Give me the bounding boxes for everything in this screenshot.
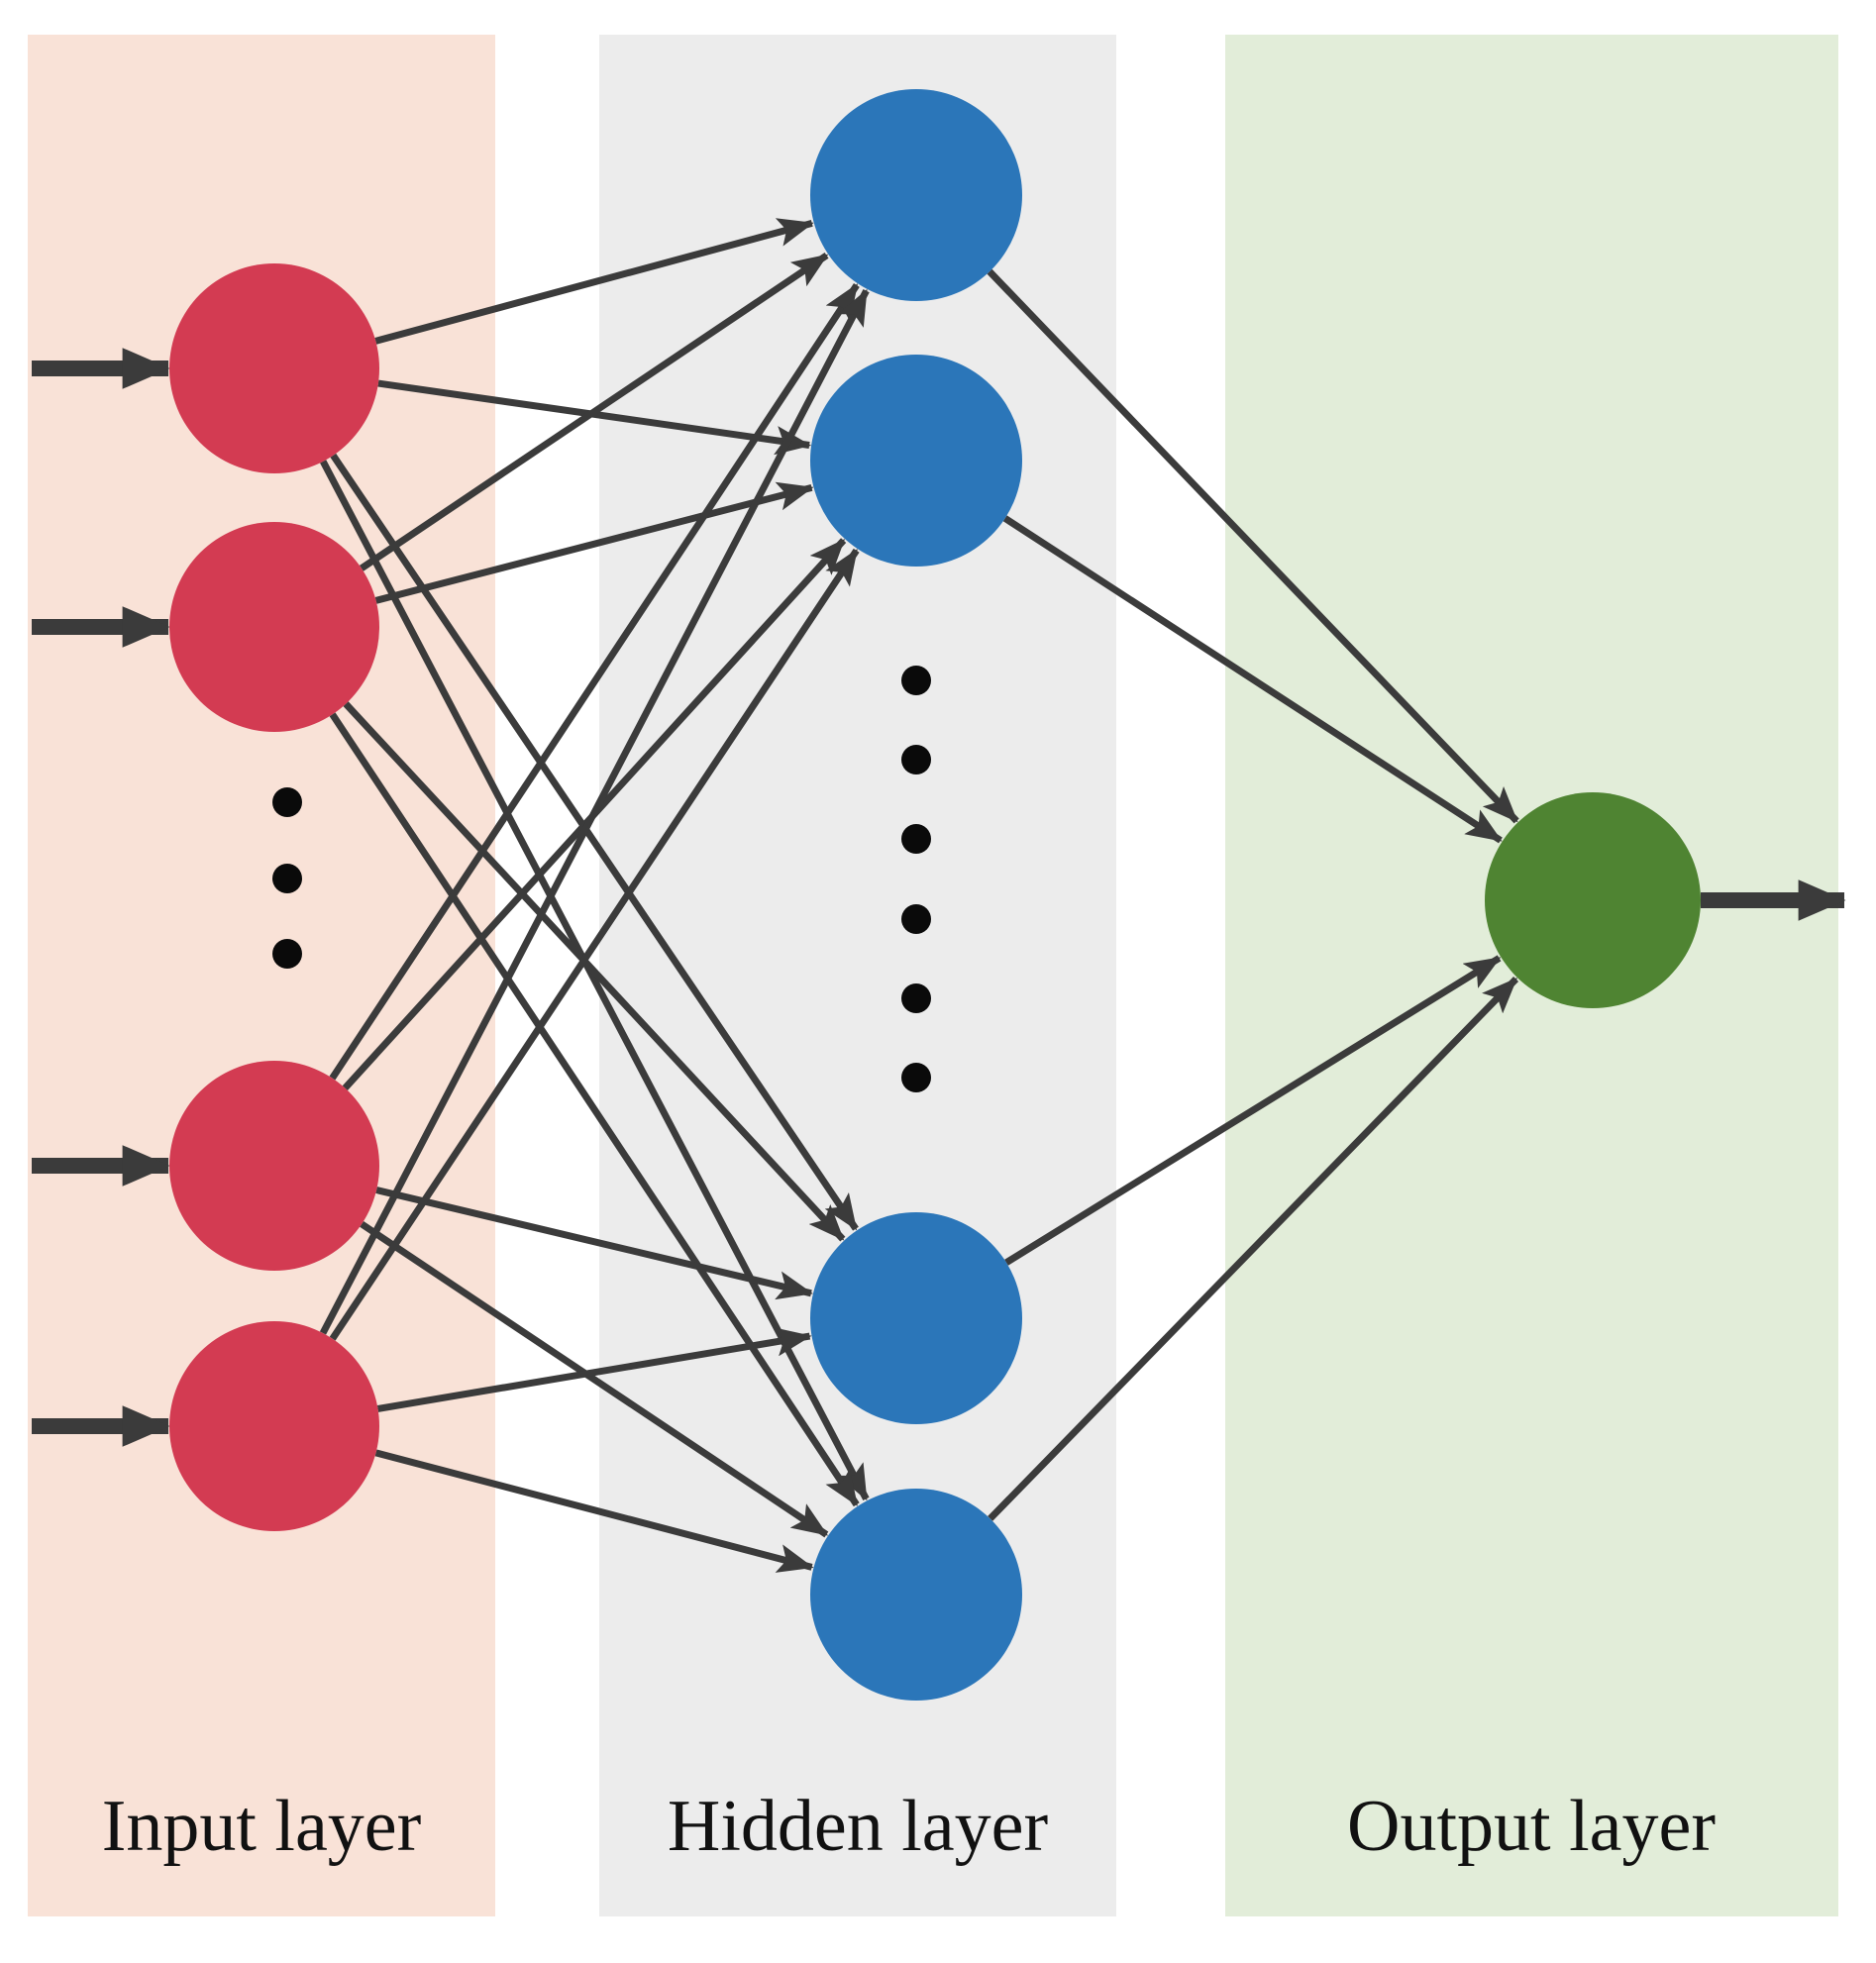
connection-edge (329, 548, 860, 1341)
ellipsis-dot (272, 787, 302, 817)
connection-edge (343, 701, 846, 1242)
hidden-layer-nodes (810, 89, 1022, 1701)
hidden-node-2 (810, 355, 1022, 567)
input-node-1 (169, 263, 379, 473)
connection-edge (360, 1220, 829, 1538)
connection-edge (329, 282, 860, 1081)
connection-edge (1004, 955, 1502, 1266)
ellipsis-dot (901, 1063, 931, 1092)
output-layer-label: Output layer (1347, 1786, 1716, 1867)
ellipsis-dot (901, 745, 931, 775)
ellipsis-dot (272, 939, 302, 969)
ellipsis-dot (901, 983, 931, 1013)
connection-edge (320, 460, 870, 1501)
external-io-arrows (32, 348, 1846, 1447)
connection-edge (987, 268, 1519, 824)
hidden-node-4 (810, 1489, 1022, 1701)
connection-edge (330, 453, 859, 1231)
output-layer-nodes (1485, 792, 1701, 1008)
layer-captions: Input layer Hidden layer Output layer (102, 1786, 1716, 1867)
connection-edge (374, 1449, 814, 1573)
connection-edge (376, 1327, 812, 1412)
ellipsis-dot (272, 864, 302, 893)
hidden-layer-ellipsis (901, 666, 931, 1092)
connection-edge (319, 288, 870, 1335)
output-node-1 (1485, 792, 1701, 1008)
connection-edge (359, 252, 829, 571)
input-node-2 (169, 522, 379, 732)
connection-edge (1002, 515, 1503, 844)
input-layer-ellipsis (272, 787, 302, 969)
ellipsis-dot (901, 904, 931, 934)
input-node-4 (169, 1321, 379, 1531)
ellipsis-dot (901, 666, 931, 695)
connection-edge (329, 712, 860, 1507)
input-layer-label: Input layer (102, 1786, 422, 1867)
connection-edge (988, 977, 1519, 1521)
hidden-node-1 (810, 89, 1022, 301)
hidden-to-output-connections (987, 268, 1519, 1521)
connection-edge (375, 1187, 813, 1300)
input-node-3 (169, 1061, 379, 1271)
hidden-layer-label: Hidden layer (668, 1786, 1048, 1867)
input-layer-nodes (169, 263, 379, 1531)
connection-edge (374, 218, 814, 345)
ellipsis-dot (901, 824, 931, 854)
input-to-hidden-connections (319, 218, 870, 1573)
hidden-node-3 (810, 1212, 1022, 1424)
connection-edge (374, 481, 814, 604)
